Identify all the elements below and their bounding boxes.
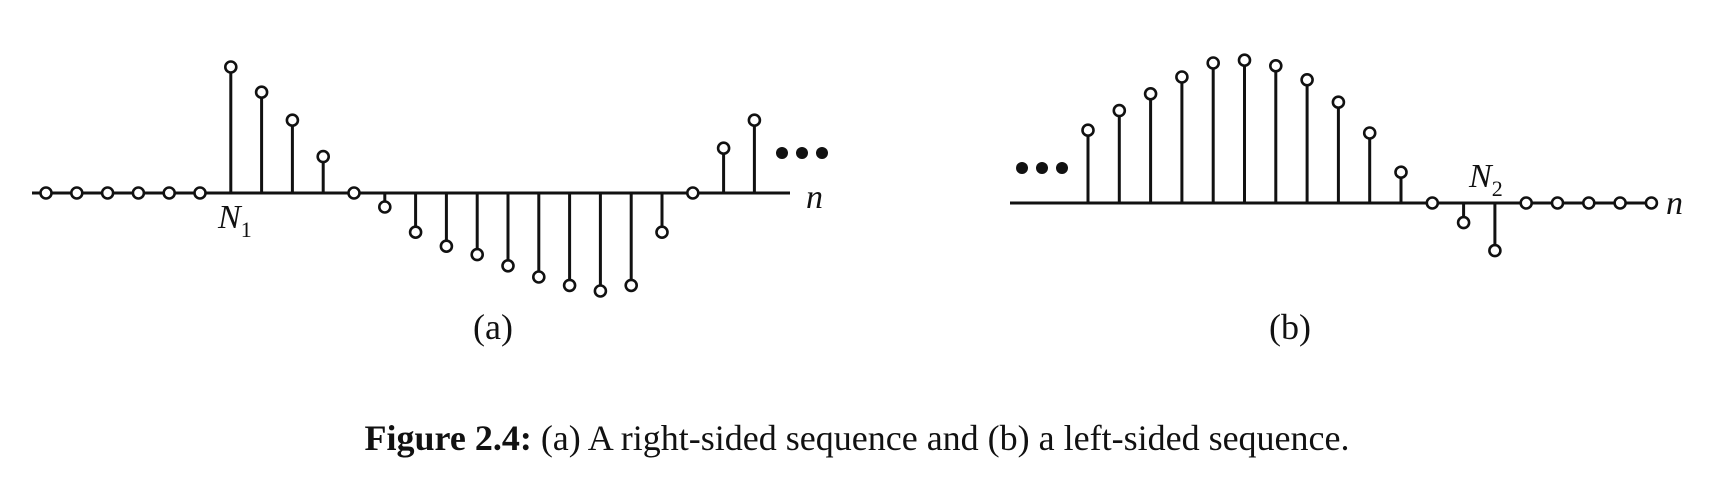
panel-a-ellipsis-dot	[776, 147, 788, 159]
panel-b-sample-marker	[1425, 196, 1440, 210]
panel-b-sample-marker	[1488, 243, 1502, 258]
panel-a-sample-marker	[285, 113, 300, 127]
panel-b-sample-marker	[1331, 95, 1346, 109]
panel-b-axis-label: n	[1666, 185, 1683, 222]
panel-b-sample-marker	[1300, 73, 1314, 87]
panel-b-sample-marker	[1206, 56, 1220, 70]
panel-a-sample-marker	[747, 113, 762, 127]
panel-b-sample-marker	[1613, 196, 1627, 210]
panel-a-sample-marker	[501, 258, 515, 273]
panel-b-sample-marker	[1175, 70, 1189, 84]
panel-b-sample-marker	[1237, 53, 1252, 68]
panel-b-n2-label: N2	[1468, 158, 1503, 201]
panel-b-sample-marker	[1582, 196, 1596, 210]
panel-a-sample-marker	[408, 225, 423, 239]
panel-a-sample-marker	[39, 186, 53, 200]
panel-a-ellipsis-dot	[816, 147, 828, 159]
panel-b-stems	[1081, 53, 1659, 258]
panel-a-sample-marker	[716, 141, 731, 155]
panel-a-sample-marker	[193, 186, 207, 200]
panel-b-ellipsis-dot	[1016, 162, 1028, 174]
panel-b-label: (b)	[1269, 307, 1311, 347]
panel-a-right-sided-sequence: n N1 (a)	[32, 60, 828, 347]
panel-a-sample-marker	[439, 239, 454, 253]
panel-a-label: (a)	[473, 307, 513, 347]
panel-a-ellipsis-dot	[796, 147, 808, 159]
panel-b-sample-marker	[1519, 196, 1533, 210]
panel-a-sample-marker	[131, 186, 146, 200]
panel-a-sample-marker	[100, 186, 115, 200]
panel-a-sample-marker	[655, 225, 669, 239]
panel-a-sample-marker	[624, 278, 639, 293]
panel-b-sample-marker	[1394, 165, 1408, 179]
panel-b-sample-marker	[1644, 196, 1659, 210]
panel-b-sample-marker	[1112, 103, 1127, 118]
panel-a-sample-marker	[316, 149, 331, 164]
panel-b-ellipsis-dot	[1036, 162, 1048, 174]
panel-a-sample-marker	[377, 200, 392, 214]
panel-b-sample-marker	[1362, 126, 1377, 140]
panel-a-sample-marker	[531, 270, 546, 284]
panel-a-sample-marker	[470, 247, 485, 262]
panel-a-stems	[39, 60, 762, 298]
panel-a-sample-marker	[254, 85, 269, 99]
panel-b-sample-marker	[1081, 123, 1095, 137]
panel-a-sample-marker	[162, 186, 176, 200]
panel-a-n1-label: N1	[217, 199, 252, 242]
panel-a-sample-marker	[562, 278, 577, 293]
figure-caption: Figure 2.4: (a) A right-sided sequence a…	[0, 417, 1714, 459]
caption-prefix: Figure 2.4:	[364, 418, 532, 458]
panel-a-axis-label: n	[806, 179, 823, 216]
panel-b-ellipsis-dot	[1056, 162, 1068, 174]
panel-b-sample-marker	[1456, 215, 1471, 230]
panel-b-left-sided-sequence: n N2 (b)	[1010, 53, 1683, 347]
panel-a-sample-marker	[593, 284, 608, 298]
panel-a-sample-marker	[70, 186, 84, 200]
panel-b-sample-marker	[1550, 196, 1565, 210]
panel-a-sample-marker	[347, 186, 361, 200]
panel-a-sample-marker	[224, 60, 238, 74]
caption-text: (a) A right-sided sequence and (b) a lef…	[531, 418, 1350, 458]
panel-b-sample-marker	[1143, 87, 1158, 101]
panel-a-sample-marker	[685, 186, 700, 200]
panel-b-sample-marker	[1269, 59, 1283, 73]
